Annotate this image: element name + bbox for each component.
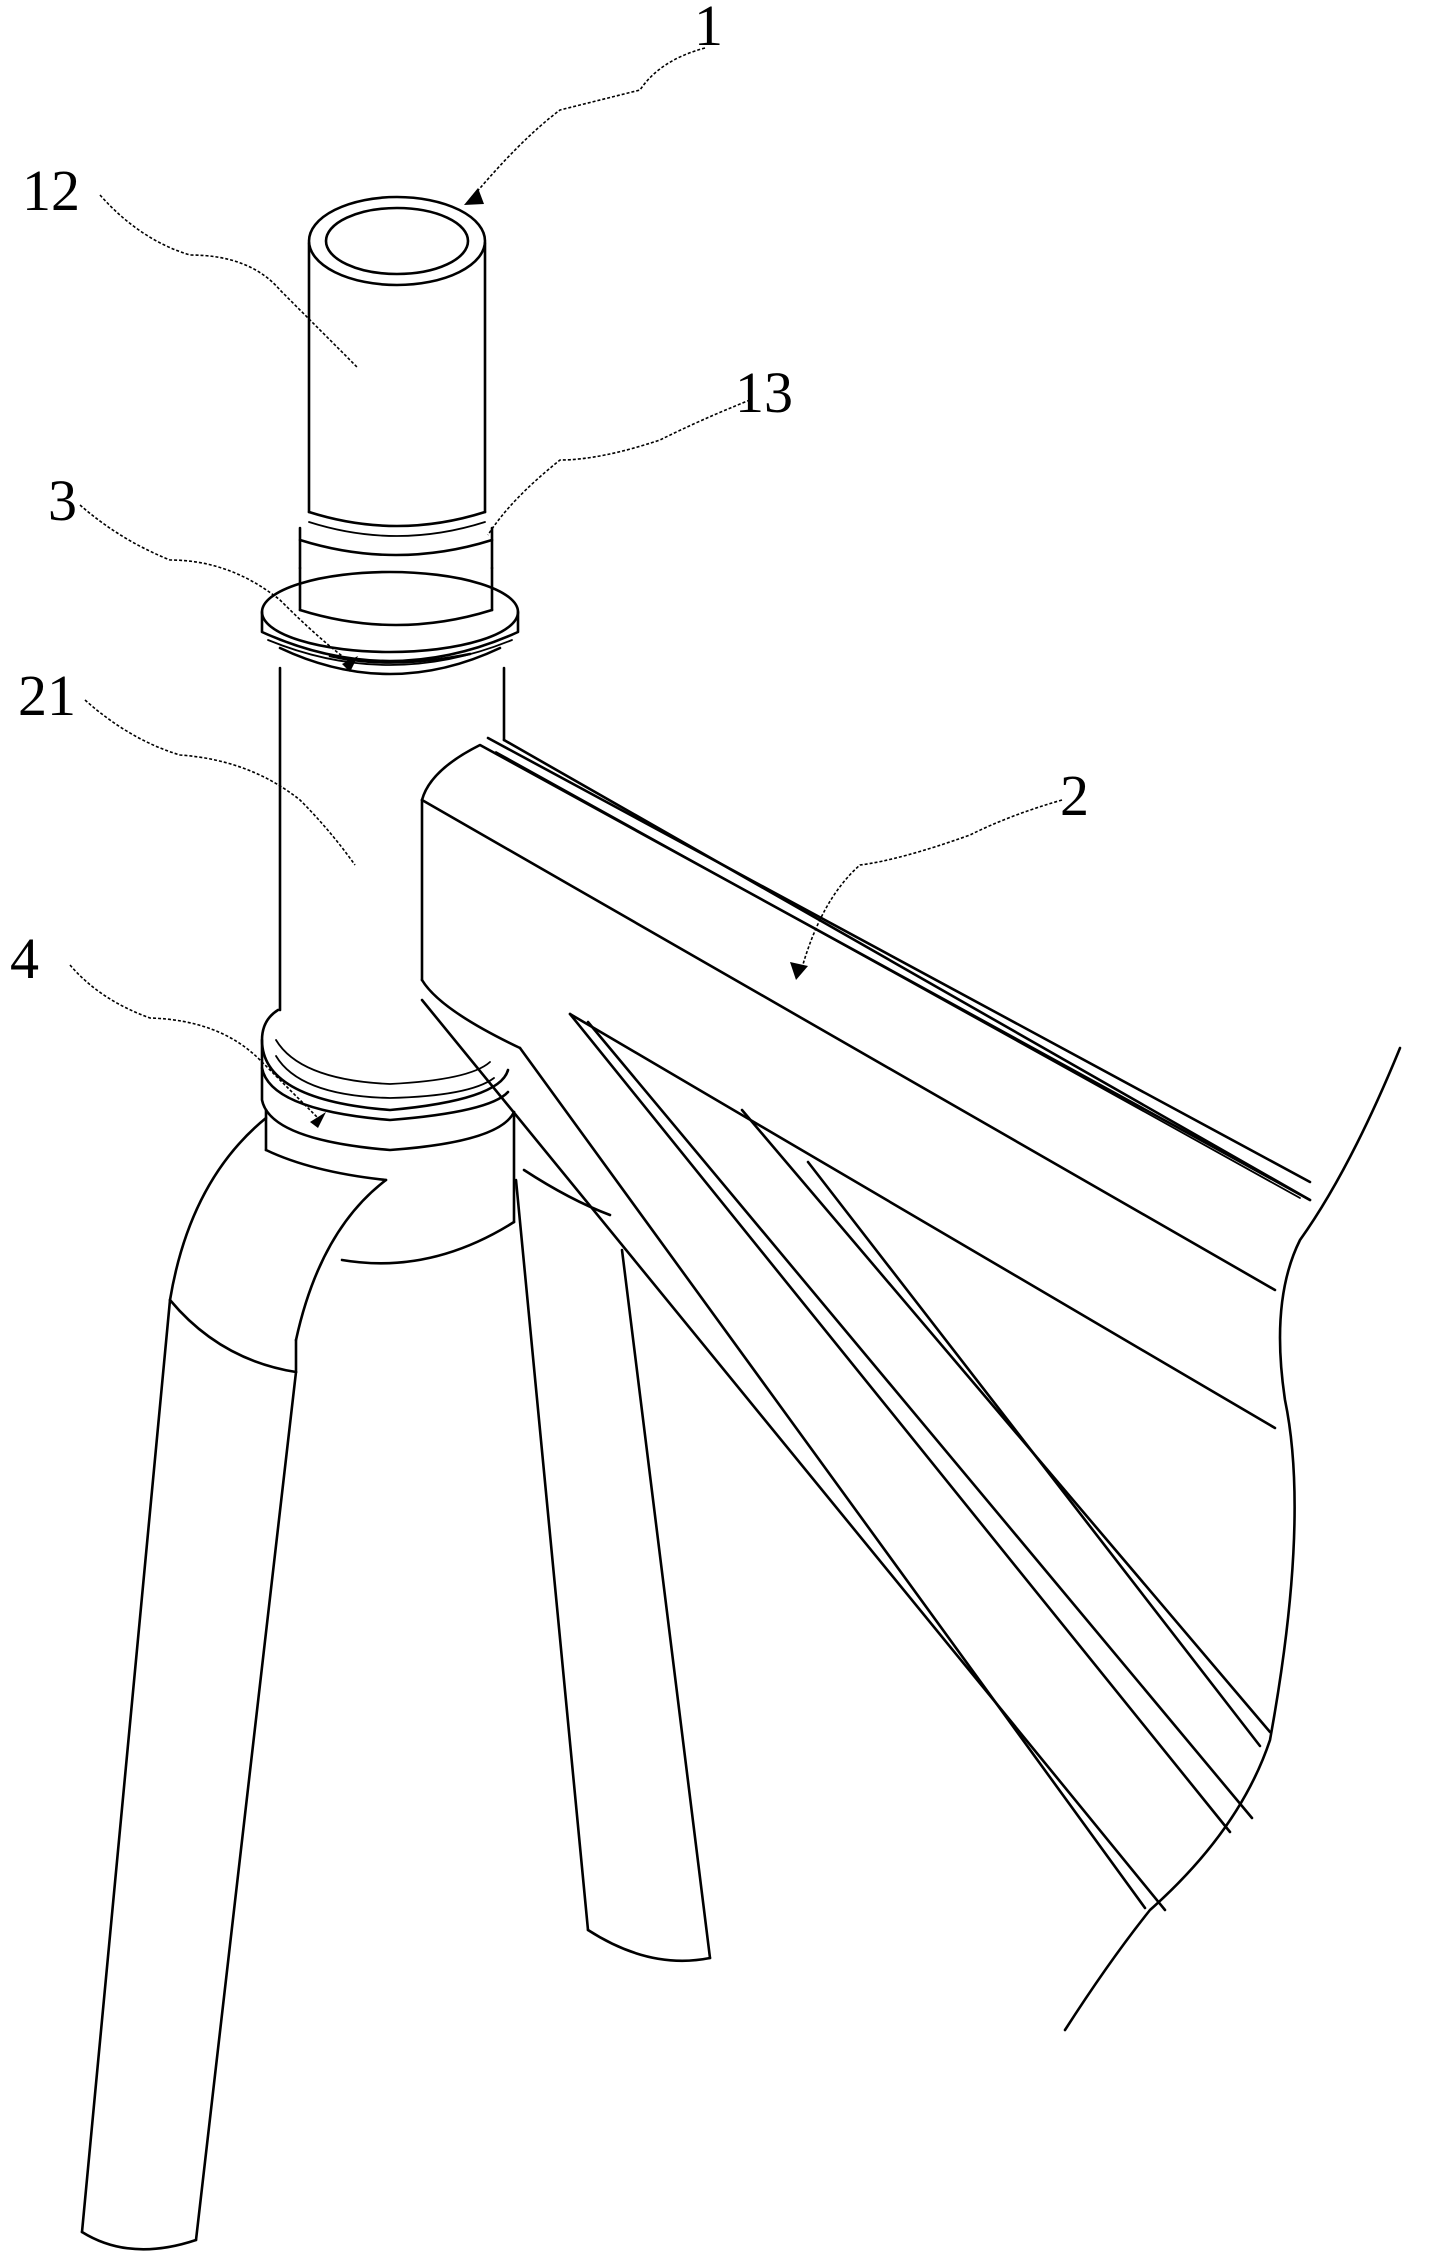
label-part-2: 2 (1060, 763, 1089, 828)
lower-bearing-ring (260, 1008, 516, 1152)
fork-crown (168, 1108, 516, 1342)
frame (420, 736, 1402, 2032)
arrowhead-2 (790, 962, 808, 980)
leader-12 (99, 194, 359, 369)
fork-left-leg (80, 1298, 298, 2251)
label-part-12: 12 (22, 158, 80, 223)
arrowhead-1 (464, 188, 484, 205)
label-part-21: 21 (18, 663, 76, 728)
leader-2 (799, 799, 1063, 976)
leader-lines (69, 47, 1063, 1119)
arrowhead-3 (342, 656, 358, 672)
label-part-4: 4 (10, 926, 39, 991)
arrowheads (310, 188, 808, 1128)
leader-4 (69, 964, 319, 1119)
collar (298, 526, 494, 627)
steerer-tube (307, 195, 487, 537)
leader-21 (84, 699, 356, 866)
leader-13 (487, 399, 751, 536)
label-part-3: 3 (48, 468, 77, 533)
arrowhead-4 (310, 1112, 326, 1128)
label-part-13: 13 (735, 360, 793, 425)
leader-3 (79, 504, 351, 663)
upper-bearing-ring (260, 570, 520, 676)
head-tube (278, 666, 506, 1012)
leader-1 (469, 47, 706, 201)
fork-right-leg (514, 1168, 712, 1963)
label-part-1: 1 (694, 0, 723, 58)
